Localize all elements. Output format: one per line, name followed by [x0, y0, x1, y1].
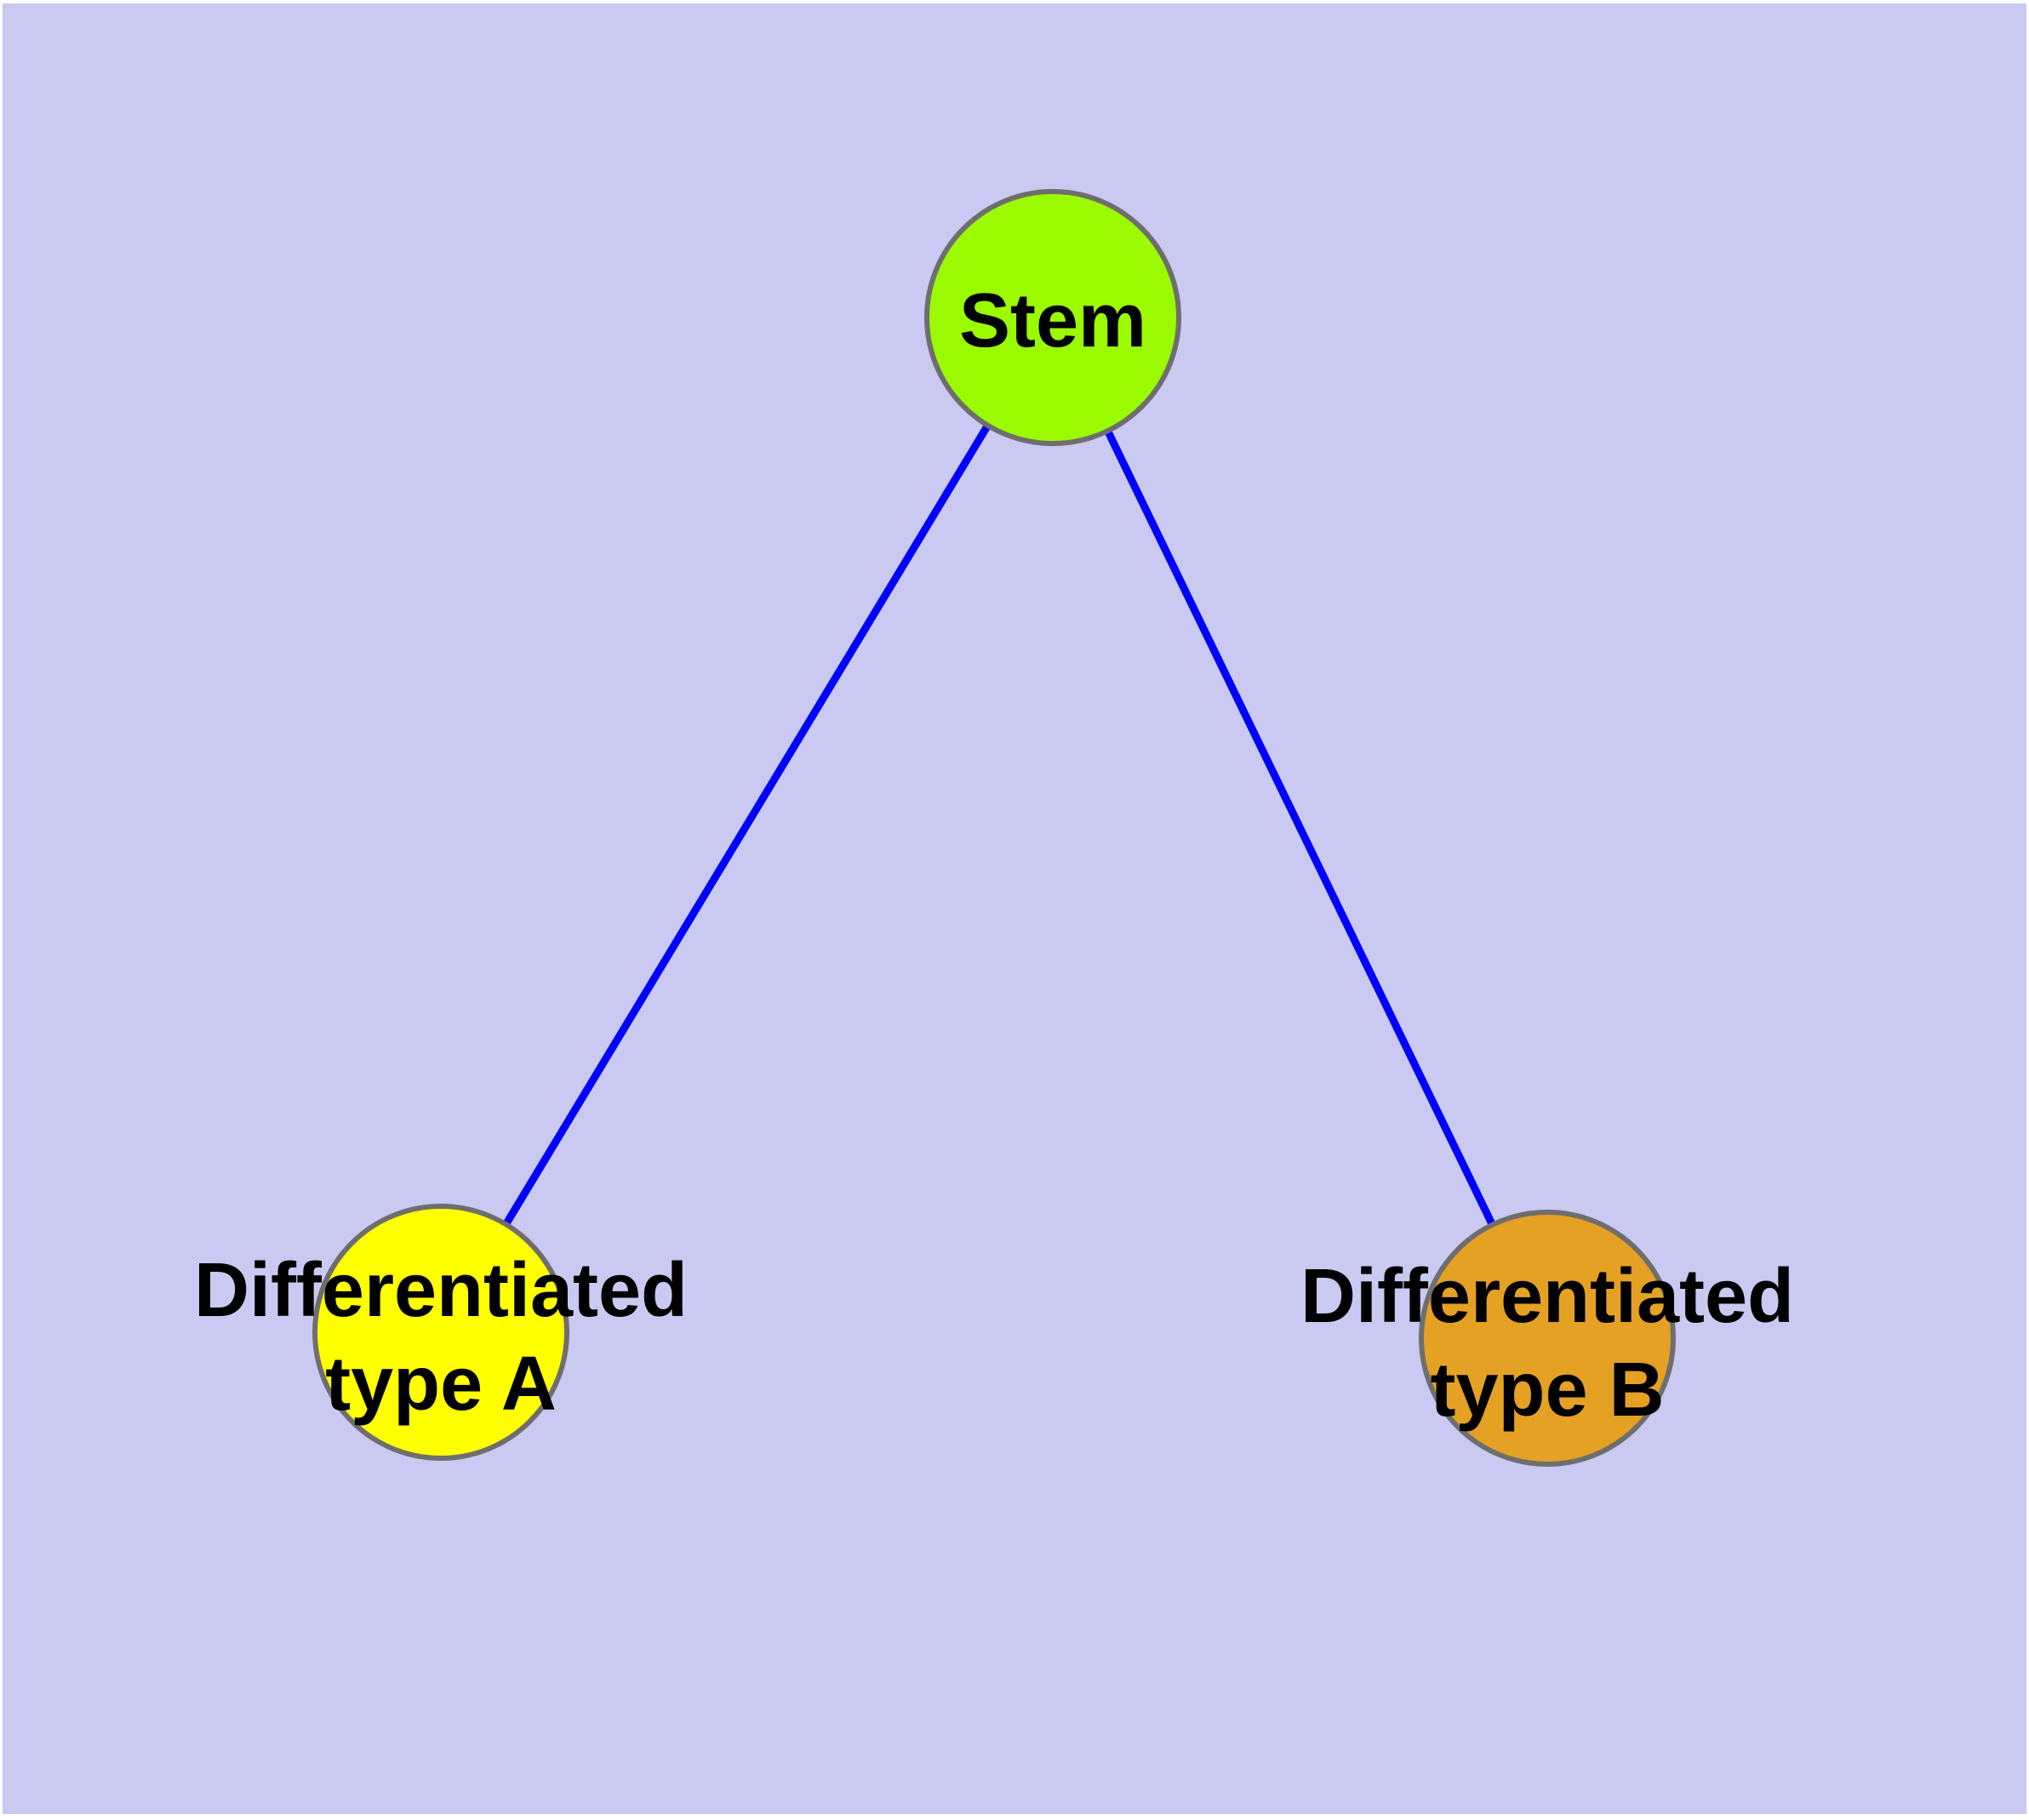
- node-stem-label: Stem: [959, 278, 1146, 363]
- edge-stem-to-type-b: [1049, 316, 1552, 1340]
- node-type-b-label-line2: type B: [1430, 1348, 1664, 1433]
- edge-stem-to-type-a: [437, 315, 1056, 1335]
- node-type-a-label-line2: type A: [325, 1342, 557, 1427]
- node-stem: [924, 189, 1181, 446]
- node-type-b: [1419, 1210, 1676, 1467]
- node-type-b-label-line1: Differentiated: [1300, 1254, 1794, 1339]
- node-type-a-label-line1: Differentiated: [194, 1248, 688, 1333]
- node-type-a: [312, 1204, 569, 1461]
